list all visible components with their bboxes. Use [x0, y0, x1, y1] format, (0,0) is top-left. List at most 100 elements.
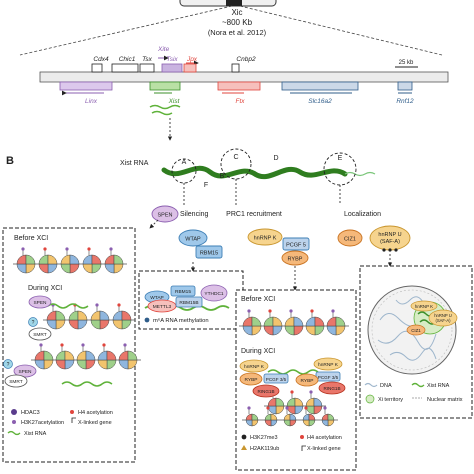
loc-ciz1: CIZ1: [406, 324, 426, 336]
histone-segment: [313, 397, 323, 407]
legend-prc1-h4-acetylation: H4 acetylation: [307, 435, 342, 441]
nucleosome: [34, 343, 54, 370]
histone-segment: [308, 413, 316, 421]
hnrnpu-protein: hnRNP U (SAF-A): [369, 225, 411, 252]
nucleosome: [305, 390, 323, 415]
legend-h2ak119ub: H2AK119ub: [250, 446, 279, 452]
xist-rna-molecule: A F B C D E: [161, 148, 376, 189]
loc-safa-label: (SAF-A): [435, 318, 451, 323]
gene-label-cdx4: Cdx4: [93, 56, 109, 63]
histone-segment: [91, 254, 102, 265]
nucleosome: [55, 343, 75, 370]
nucleosome: [284, 309, 304, 336]
xic-reference: (Nora et al. 2012): [208, 28, 267, 37]
smrt-1-label: SMRT: [33, 332, 47, 338]
loc-hnrnpk: hnRNP K: [410, 300, 438, 312]
hnrnpk-protein: hnRNP K: [247, 228, 283, 246]
spen-small-1: SPEN: [28, 295, 52, 309]
m6a-rbm15: RBM15: [170, 285, 196, 297]
histone-segment: [55, 310, 66, 321]
histone-segment: [127, 350, 138, 361]
nucleosome: [60, 247, 80, 274]
nucleosome: [118, 343, 138, 370]
m6a-ythdc1-label: YTHDC1: [204, 291, 224, 297]
histone-mark: [247, 406, 251, 410]
nucleosome: [263, 309, 283, 336]
histone-mark: [290, 390, 294, 394]
gene-label-linx: Linx: [85, 98, 98, 105]
histone-segment: [99, 310, 110, 321]
wtap-protein: WTAP: [178, 229, 208, 247]
histone-mark: [81, 343, 85, 347]
m6a-rbm15b: RBM15B: [175, 296, 203, 308]
prc1-pcgf-2-label: PCGF 3/5: [318, 375, 339, 380]
histone-segment: [106, 350, 117, 361]
gene-label-xite: Xite: [157, 46, 170, 53]
spen-small-2-label: SPEN: [18, 369, 32, 375]
histone-mark: [123, 343, 127, 347]
xic-label: Xic: [231, 8, 242, 17]
histone-segment: [43, 350, 54, 361]
prc1-during-label: During XCI: [241, 348, 275, 355]
rbm15-label: RBM15: [200, 251, 218, 257]
pcgf5-protein: PCGF 5: [282, 237, 310, 251]
silencing-label: Silencing: [180, 211, 209, 218]
rybp-protein: RYBP: [281, 250, 309, 266]
gene-tsx: Tsx: [139, 56, 155, 73]
gene-label-ftx: Ftx: [235, 98, 245, 105]
unknown-factor-1-label: ?: [32, 320, 35, 326]
gene-xite: Xite: [157, 46, 170, 61]
histone-segment: [251, 316, 262, 327]
domain-f: F: [204, 182, 208, 189]
histone-mark: [21, 247, 25, 251]
legend-hdac3: HDAC3: [21, 410, 40, 416]
rybp-label: RYBP: [288, 257, 303, 263]
histone-segment: [77, 310, 88, 321]
gene-rnf12: Rnf12: [396, 81, 414, 105]
prc1-hnrnpk-2-label: hnRNP K: [318, 362, 339, 368]
prc1-rybp-2-label: RYBP: [301, 378, 314, 384]
histone-mark: [331, 309, 335, 313]
nucleosome: [242, 309, 262, 336]
nucleosome: [46, 303, 66, 330]
ciz1-label: CIZ1: [344, 237, 356, 243]
chromosome-region: Xic ~800 Kb (Nora et al. 2012): [19, 0, 443, 56]
histone-mark: [247, 309, 251, 313]
xic-size: ~800 Kb: [222, 18, 253, 27]
m6a-mettl3-label: METTL3: [153, 304, 172, 310]
histone-mark: [268, 309, 272, 313]
wtap-label: WTAP: [185, 237, 201, 243]
localization-legend: DNA Xist RNA Xi territory Nuclear matrix: [364, 382, 463, 404]
histone-mark: [95, 303, 99, 307]
nucleosome: [104, 247, 124, 274]
histone-mark: [109, 247, 113, 251]
nucleosome: [286, 390, 304, 415]
spen-small-2: SPEN: [13, 364, 37, 378]
silencing-box: Before XCI During XCI SPEN SPEN SMRT SMR…: [2, 227, 141, 463]
nucleosome: [305, 309, 325, 336]
gene-slc16a2: Slc16a2: [281, 81, 359, 105]
gene-map: 25 kb Cdx4 Chic1 Tsx Xite Tsix Jpx: [39, 46, 449, 116]
prc1-pcgf-1-label: PCGF 3/5: [266, 377, 287, 382]
gene-label-cnbp2: Cnbp2: [236, 56, 256, 63]
histone-segment: [294, 397, 304, 407]
nucleosome: [68, 303, 88, 330]
unknown-factor-2-label: ?: [7, 362, 10, 368]
histone-segment: [270, 413, 278, 421]
nucleosome-row-before: [13, 247, 127, 274]
legend-h3k27me3: H3K27me3: [250, 435, 278, 441]
nucleosome-row-prc1-before: [239, 309, 349, 336]
nucleosome: [90, 303, 110, 330]
loc-hnrnpu-label: hnRNP U: [434, 313, 452, 318]
unknown-factor-1: ?: [28, 317, 38, 327]
histone-mark: [285, 406, 289, 410]
histone-mark: [43, 247, 47, 251]
histone-mark: [310, 309, 314, 313]
histone-segment: [69, 254, 80, 265]
gene-label-slc16a2: Slc16a2: [308, 98, 332, 105]
histone-segment: [293, 316, 304, 327]
histone-mark: [309, 390, 313, 394]
localization-label: Localization: [344, 211, 381, 218]
histone-segment: [335, 316, 346, 327]
